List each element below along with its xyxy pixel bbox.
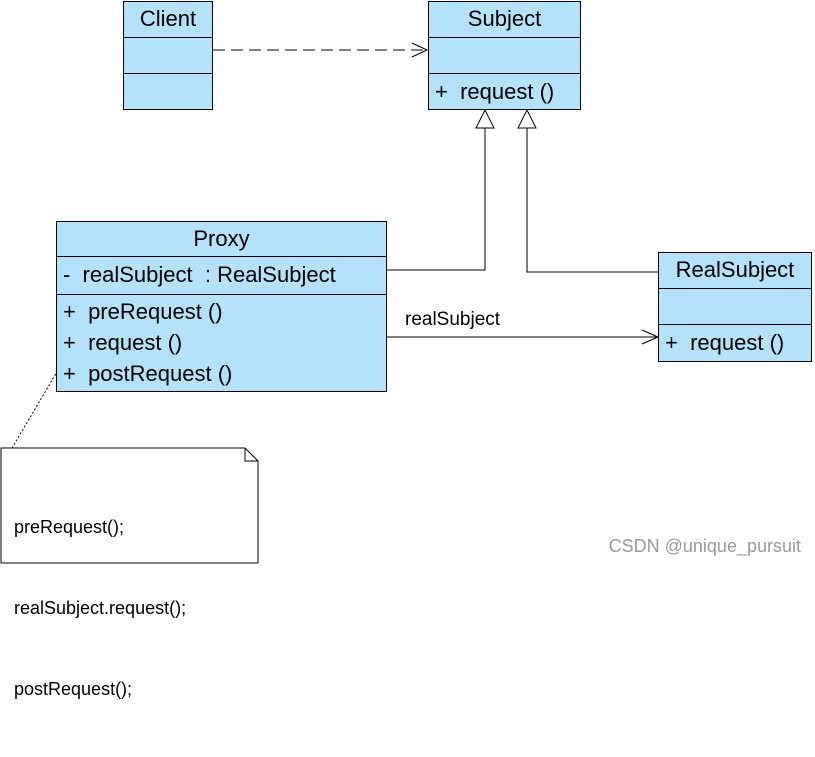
class-client[interactable]: Client — [123, 1, 213, 110]
dependency-arrowhead — [411, 42, 429, 58]
note: preRequest(); realSubject.request(); pos… — [1, 448, 258, 699]
association-label: realSubject — [405, 309, 501, 330]
note-shape — [0, 447, 259, 564]
class-realsubject-operations: + request () — [659, 325, 811, 361]
relationship-lines — [0, 42, 660, 564]
operation-request: + request () — [63, 330, 183, 355]
operation-request: + request () — [435, 79, 555, 104]
class-subject-attributes — [429, 38, 580, 74]
class-client-attributes — [124, 38, 212, 74]
watermark: CSDN @unique_pursuit — [608, 536, 801, 556]
generalization-arrowhead-proxy — [475, 108, 495, 129]
note-line: postRequest(); — [14, 679, 133, 699]
attribute-realsubject: - realSubject : RealSubject — [63, 262, 336, 287]
class-proxy-name: Proxy — [57, 222, 386, 257]
note-line: realSubject.request(); — [14, 598, 187, 618]
class-realsubject[interactable]: RealSubject + request () — [658, 252, 812, 362]
operation-request: + request () — [665, 330, 785, 355]
note-text: preRequest(); realSubject.request(); pos… — [14, 460, 186, 757]
operation-prerequest: + preRequest () — [63, 299, 223, 324]
class-proxy[interactable]: Proxy - realSubject : RealSubject + preR… — [56, 221, 387, 392]
class-client-name: Client — [124, 2, 212, 38]
operation-postrequest: + postRequest () — [63, 361, 233, 386]
class-realsubject-attributes — [659, 289, 811, 325]
generalization-arrowhead-realsubject — [517, 108, 537, 129]
note-line: preRequest(); — [14, 517, 125, 537]
class-subject[interactable]: Subject + request () — [428, 1, 581, 110]
class-realsubject-name: RealSubject — [659, 253, 811, 289]
proxy-subject-generalization — [387, 128, 486, 271]
class-proxy-operations: + preRequest () + request () + postReque… — [57, 295, 386, 389]
note-fold — [244, 448, 258, 462]
class-proxy-attributes: - realSubject : RealSubject — [57, 257, 386, 295]
realsubject-subject-generalization — [526, 128, 658, 273]
class-subject-name: Subject — [429, 2, 580, 38]
class-subject-operations: + request () — [429, 74, 580, 110]
